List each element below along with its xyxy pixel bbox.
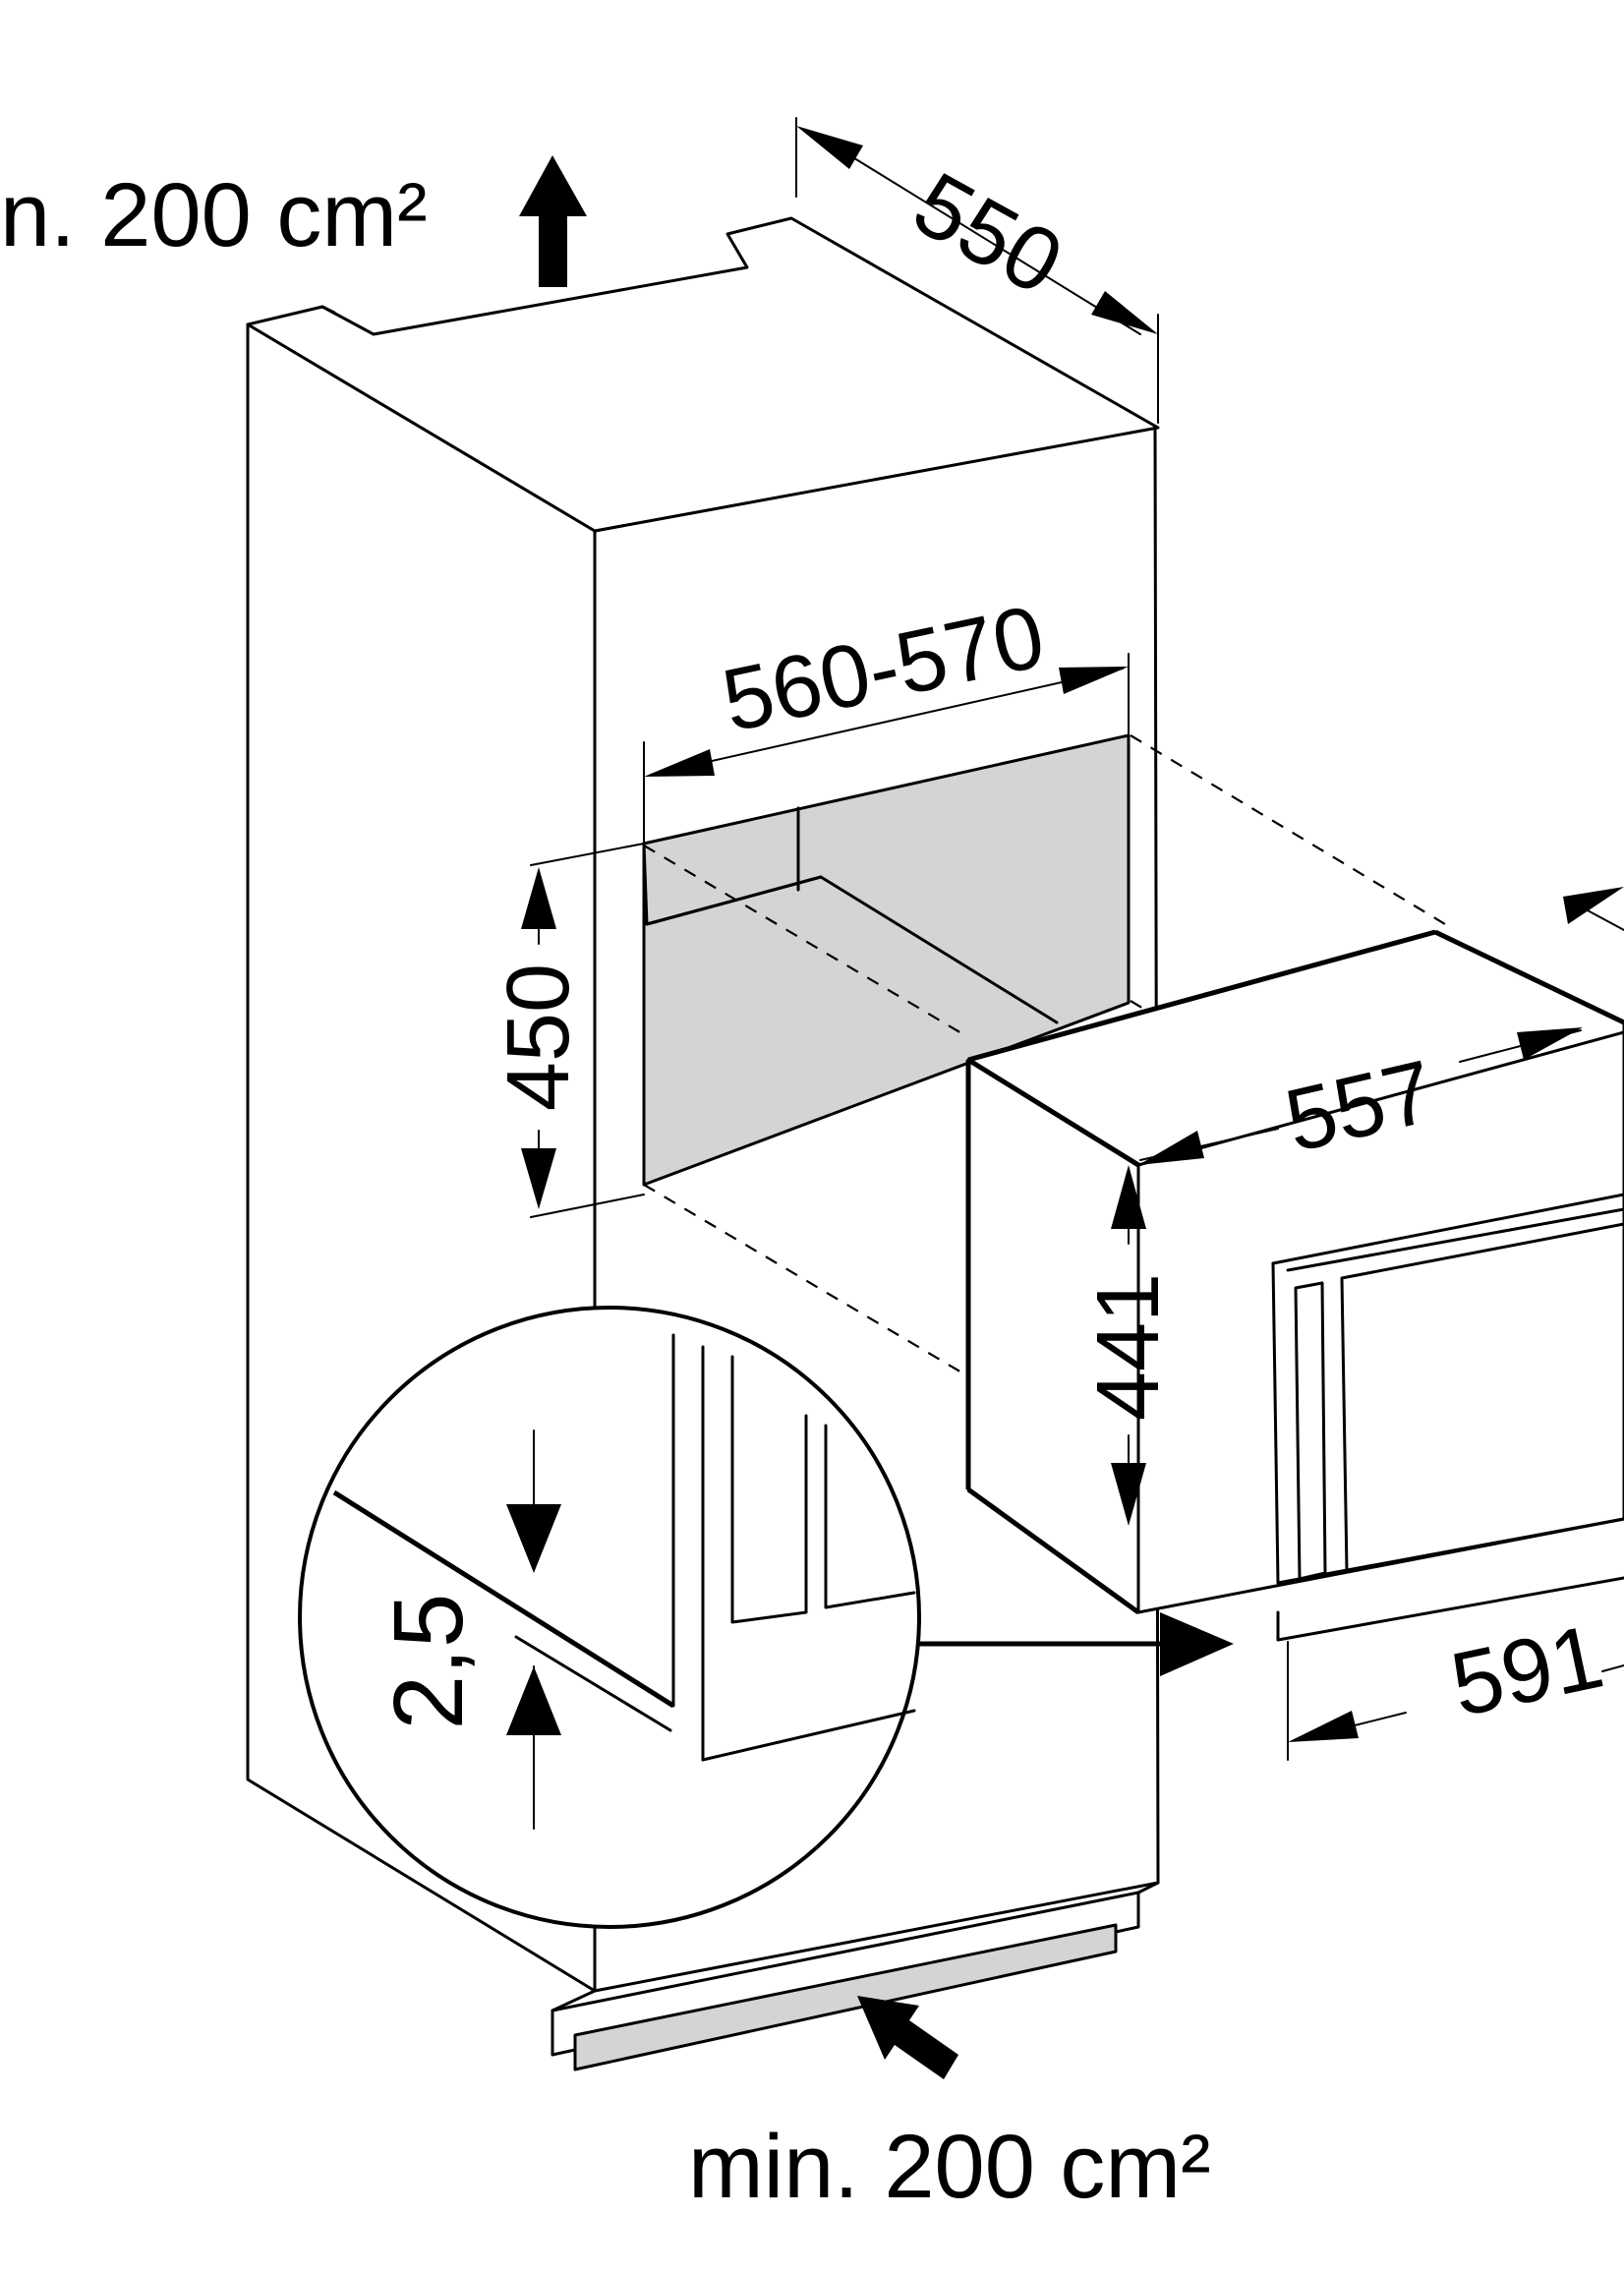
dimension-2-5 [506, 1429, 561, 1830]
dimension-441 [1111, 1165, 1146, 1526]
label-vent-top: n. 200 cm² [0, 165, 428, 265]
appliance [965, 929, 1624, 1642]
vent-bottom-arrow [857, 1996, 958, 2079]
label-appliance-front-width: 591 [1443, 1606, 1611, 1736]
label-cabinet-depth: 550 [898, 153, 1078, 315]
dimension-560-570 [643, 653, 1130, 845]
label-gap-detail: 2,5 [374, 1593, 484, 1729]
dimension-450 [521, 843, 645, 1218]
dimension-591 [1287, 887, 1624, 1761]
label-niche-height: 450 [490, 963, 588, 1111]
label-appliance-height: 441 [1079, 1273, 1178, 1421]
niche-opening [642, 733, 1131, 1187]
label-vent-bottom: min. 200 cm² [688, 2117, 1211, 2217]
plinth-vent [551, 1881, 1160, 2071]
dimension-550 [795, 117, 1159, 424]
dimension-557 [1138, 1027, 1583, 1165]
detail-circle [298, 1306, 1234, 1929]
vent-top-arrow [519, 155, 587, 287]
